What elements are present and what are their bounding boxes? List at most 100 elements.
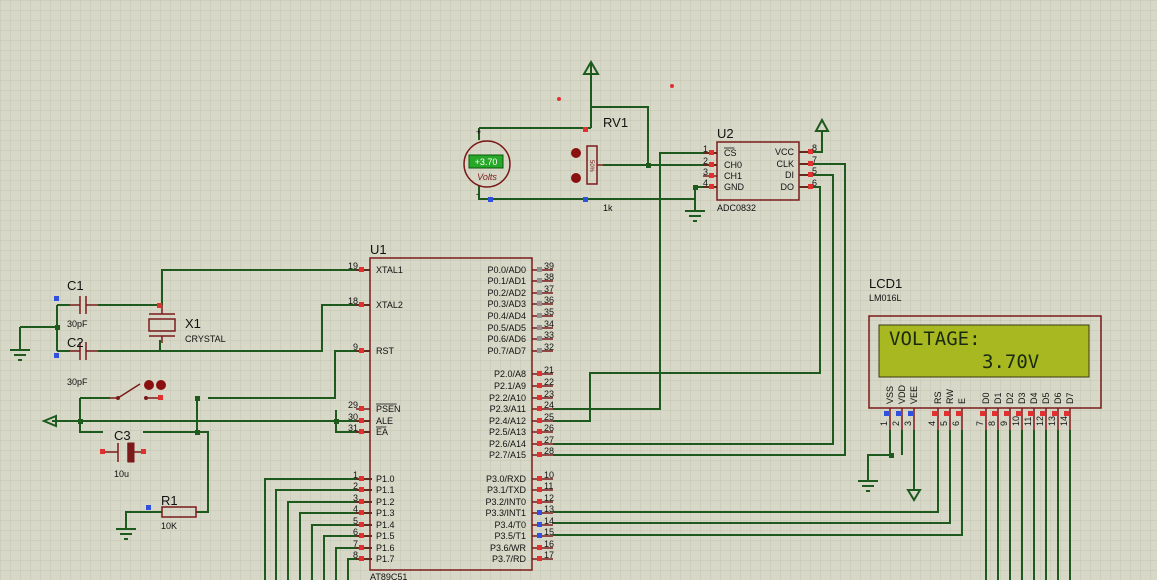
pin-name: P0.7/AD7: [487, 346, 526, 356]
pin-name: VCC: [775, 147, 795, 157]
u1-body[interactable]: [369, 257, 533, 571]
pin-name: P2.6/A14: [489, 439, 526, 449]
u1-ref: U1: [370, 242, 387, 257]
pin-number: 11: [1023, 417, 1033, 426]
pin-number: 4: [703, 178, 708, 188]
pin-number: 13: [544, 504, 554, 514]
r1-resistor[interactable]: R1 10K: [146, 493, 197, 531]
pin-name: RS: [933, 391, 943, 404]
c3-capacitor[interactable]: C3 10u: [100, 428, 146, 479]
pin-number: 4: [927, 421, 937, 426]
pin-name: P0.5/AD5: [487, 323, 526, 333]
voltmeter-reading: +3.70: [475, 157, 498, 167]
pin-name: CH0: [724, 160, 742, 170]
pin-number: 2: [891, 421, 901, 426]
pin-name: P1.5: [376, 531, 395, 541]
pin-13: 13 D6: [1047, 392, 1063, 430]
pin-number: 3: [703, 167, 708, 177]
pin-name: D5: [1041, 392, 1051, 404]
pin-name: P1.0: [376, 474, 395, 484]
pin-number: 13: [1047, 416, 1057, 426]
pin-number: 28: [544, 446, 554, 456]
ground-icon-lcd: [858, 480, 878, 492]
pin-name: XTAL2: [376, 300, 403, 310]
pin-number: 24: [544, 400, 554, 410]
pin-number: 14: [1059, 416, 1069, 426]
pin-name: P1.6: [376, 543, 395, 553]
pin-7: 7D0: [975, 392, 991, 430]
pin-number: 17: [544, 550, 554, 560]
pin-number: 14: [544, 516, 554, 526]
u2-body[interactable]: [716, 141, 800, 201]
c3-ref: C3: [114, 428, 131, 443]
pin-4: 4 RS: [927, 391, 943, 430]
lcd-body[interactable]: [868, 315, 1102, 409]
pin-name: P3.7/RD: [492, 554, 527, 564]
pin-name: P3.0/RXD: [486, 474, 527, 484]
power-terminal-lcd[interactable]: [906, 489, 922, 502]
rv1-potentiometer[interactable]: 50% RV1 1k: [571, 115, 628, 213]
pin-number: 22: [544, 377, 554, 387]
lcd-line-2: 3.70V: [982, 351, 1039, 373]
r1-ref: R1: [161, 493, 178, 508]
rv1-decrease-button[interactable]: [571, 173, 581, 183]
power-terminal-rv1[interactable]: [582, 60, 600, 75]
wires: [19, 75, 1071, 580]
pin-number: 19: [348, 261, 358, 271]
r1-value: 10K: [161, 521, 177, 531]
pin-number: 23: [544, 389, 554, 399]
x1-ref: X1: [185, 316, 201, 331]
power-terminal-reset[interactable]: [41, 414, 57, 428]
voltmeter-body[interactable]: [463, 140, 511, 188]
pin-name: P0.3/AD3: [487, 299, 526, 309]
pin-name: ALE: [376, 416, 393, 426]
lcd-screen: [878, 324, 1090, 378]
pin-number: 9: [353, 342, 358, 352]
pin-name: RST: [376, 346, 395, 356]
pin-name: P1.1: [376, 485, 395, 495]
pin-24: 24 P2.3/A11: [490, 400, 554, 414]
rv1-increase-button[interactable]: [571, 148, 581, 158]
lcd-module[interactable]: VOLTAGE: 3.70V LCD1 LM016L 1VSS2VDD3VEE4…: [868, 276, 1102, 430]
pin-number: 12: [544, 493, 554, 503]
pin-number: 11: [544, 481, 553, 491]
voltmeter-plus: +: [476, 127, 481, 137]
c2-capacitor[interactable]: C2 30pF: [54, 335, 98, 387]
pin-name: D6: [1053, 392, 1063, 404]
ground-icon-caps: [10, 349, 30, 361]
reset-button[interactable]: [110, 380, 166, 400]
power-terminal-adc[interactable]: [814, 117, 830, 132]
x1-crystal[interactable]: X1 CRYSTAL: [148, 303, 226, 344]
pin-6: 6DO: [781, 178, 818, 192]
c1-capacitor[interactable]: C1 30pF: [54, 278, 98, 329]
voltmeter[interactable]: +3.70 Volts + -: [463, 127, 511, 202]
u2-part: ADC0832: [717, 203, 756, 213]
pin-name: P2.2/A10: [489, 393, 526, 403]
pin-number: 27: [544, 435, 554, 445]
pin-number: 3: [353, 493, 358, 503]
pin-number: 33: [544, 330, 554, 340]
pin-name: P2.3/A11: [490, 404, 526, 414]
rv1-ref: RV1: [603, 115, 628, 130]
